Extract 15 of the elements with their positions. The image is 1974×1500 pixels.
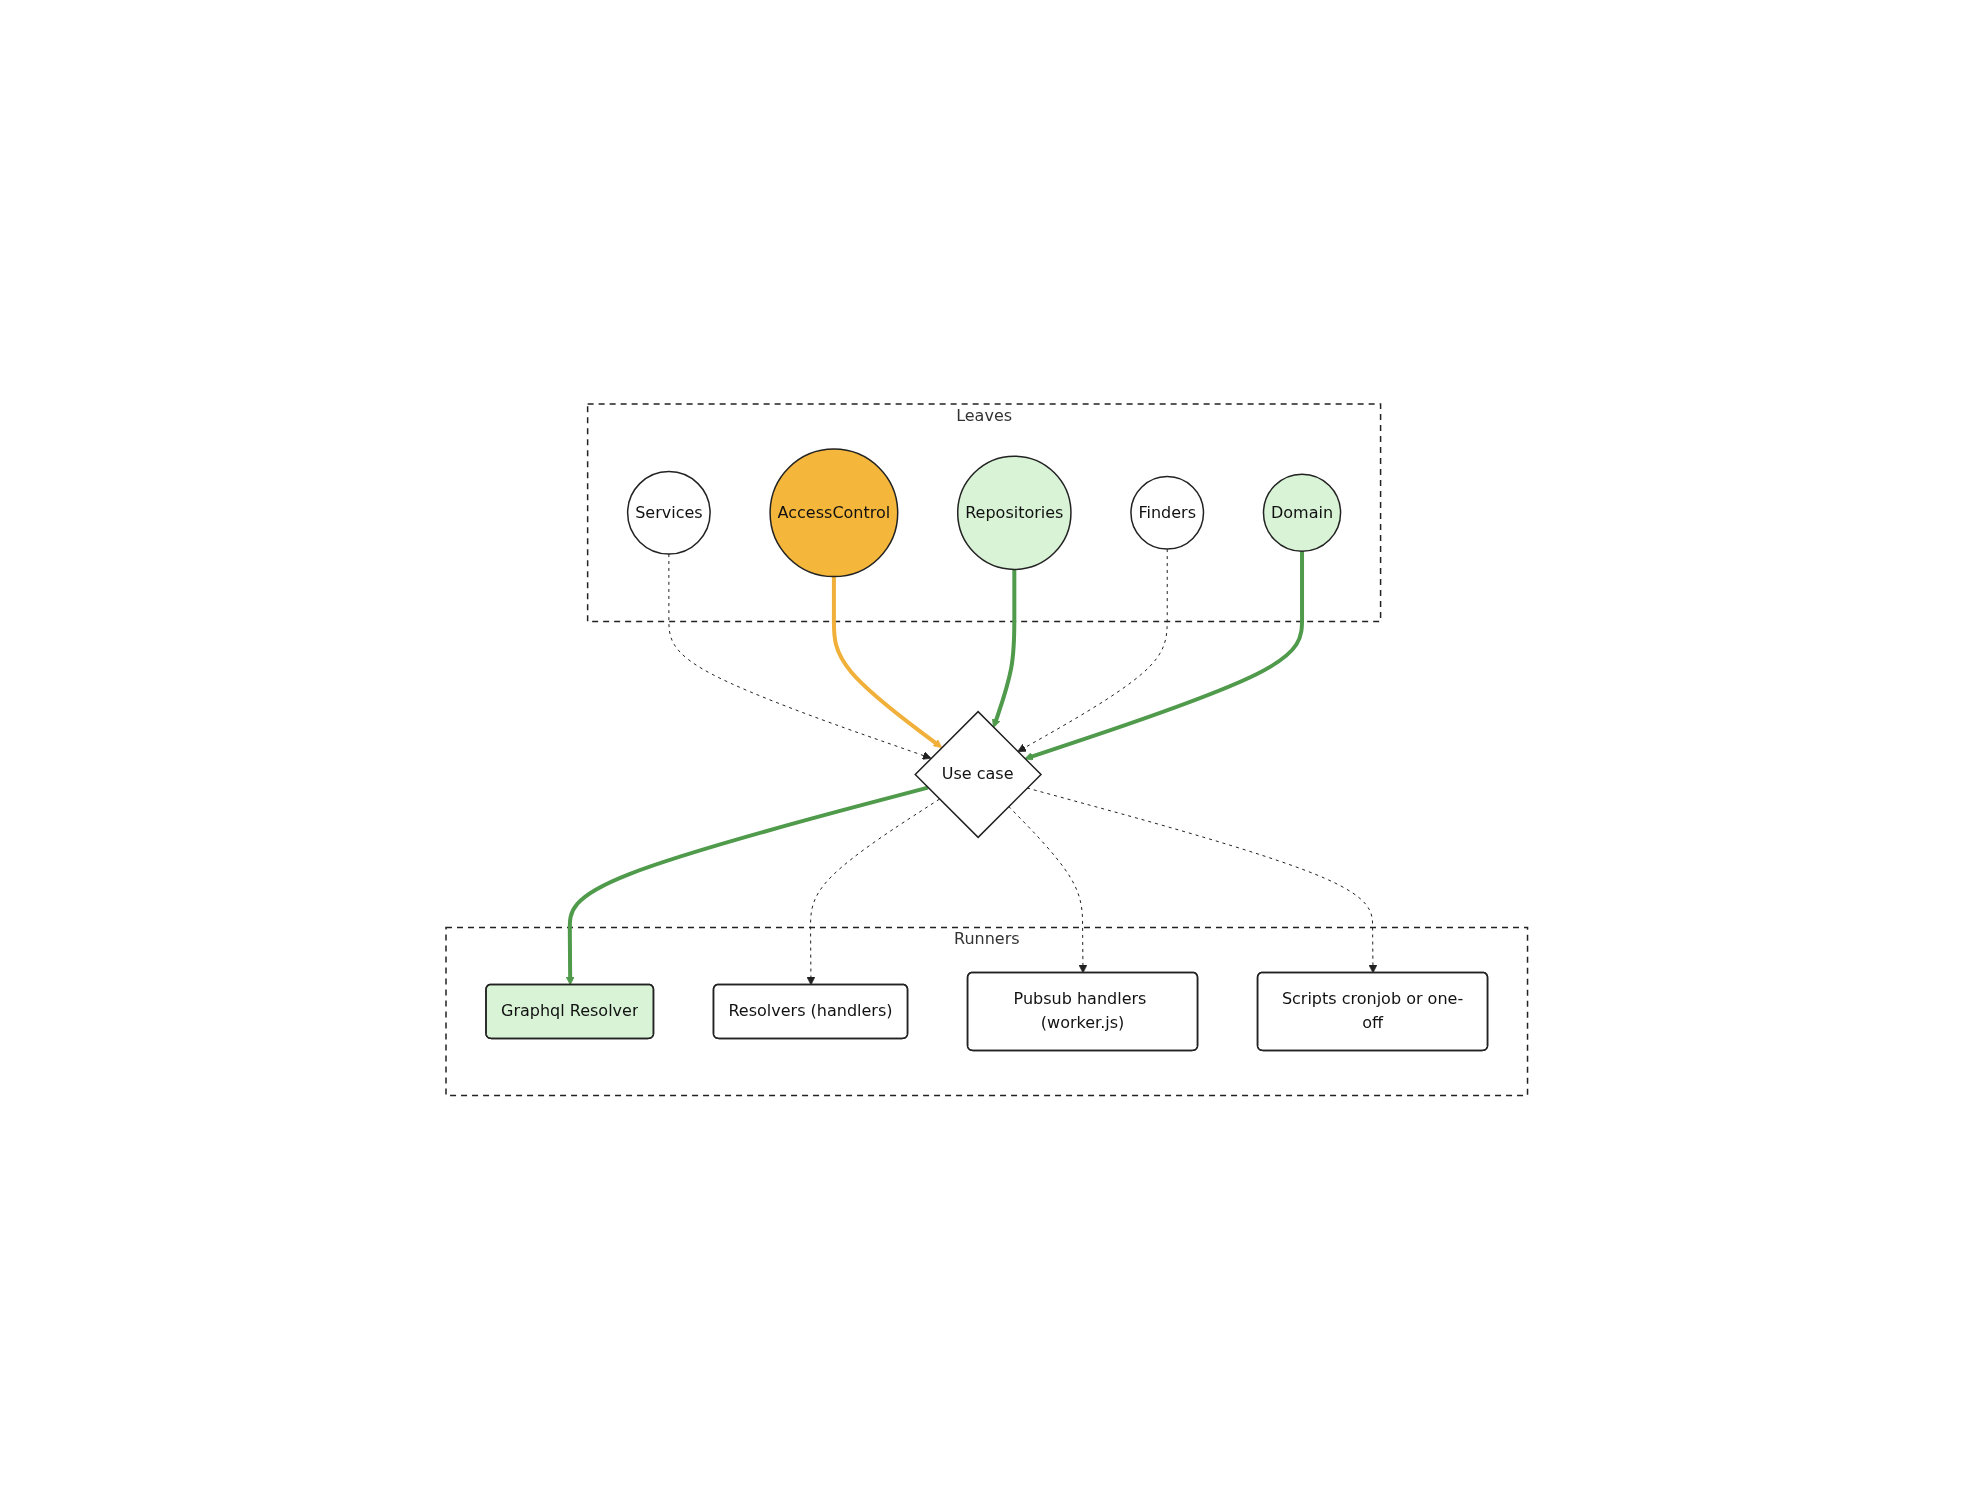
node-circle: AccessControl <box>769 448 899 578</box>
node-circle: Services <box>627 471 712 556</box>
arrow <box>1008 806 1088 974</box>
node-circle: Repositories <box>957 455 1072 571</box>
arrow <box>832 576 943 749</box>
arrow <box>668 553 932 761</box>
arrow <box>992 569 1017 729</box>
node-circle: Finders <box>1130 476 1205 551</box>
arrow <box>1026 787 1378 974</box>
arrow <box>566 786 929 986</box>
node-circle: Domain <box>1263 473 1342 553</box>
node-diamond: Use case <box>914 710 1043 839</box>
arrow <box>1017 548 1168 753</box>
arrow <box>1024 551 1305 761</box>
arrow <box>806 798 941 986</box>
